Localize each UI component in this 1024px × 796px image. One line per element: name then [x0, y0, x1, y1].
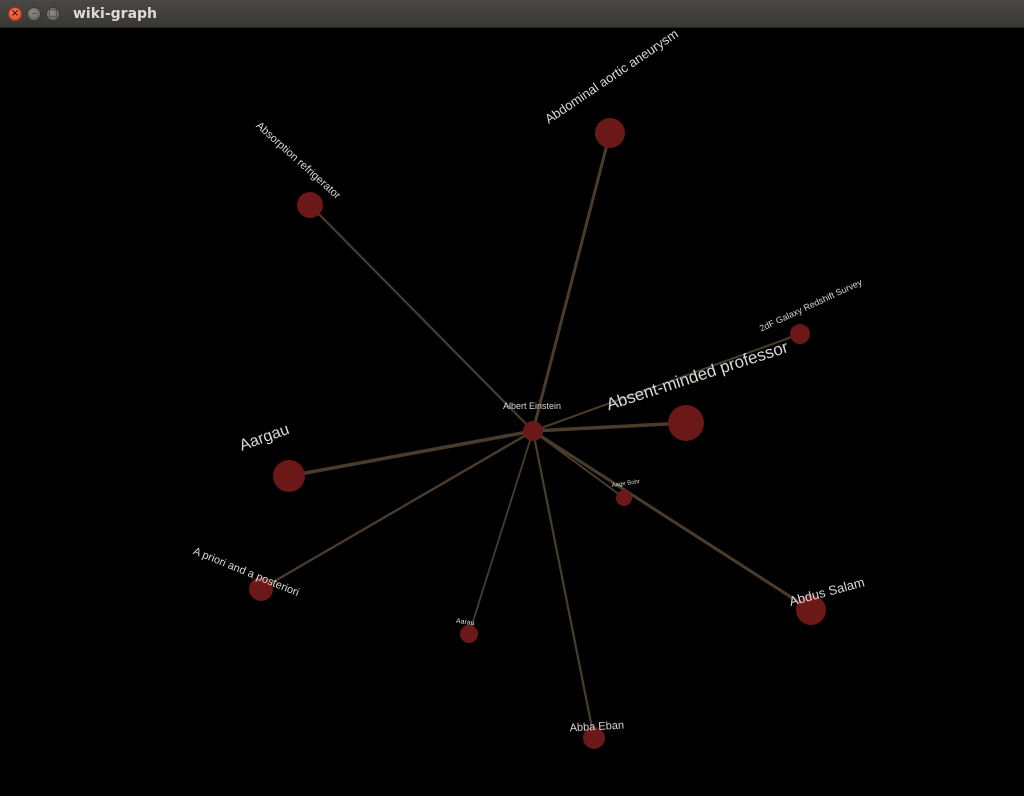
graph-node-abba-eban[interactable] [583, 727, 605, 749]
graph-node-a-priori-and-a-posteriori[interactable] [249, 577, 273, 601]
minimize-button[interactable]: – [27, 7, 41, 21]
graph-edge-2df-galaxy-redshift-survey [532, 333, 801, 432]
graph-edge-abba-eban [531, 429, 596, 740]
graph-node-label-absent-minded-professor: Absent-minded professor [604, 337, 791, 414]
title-bar[interactable]: × – □ wiki-graph [0, 0, 1024, 28]
graph-node-label-aarau: Aarau [455, 618, 475, 628]
maximize-button[interactable]: □ [46, 7, 60, 21]
edge-layer [259, 131, 813, 740]
close-button[interactable]: × [8, 7, 22, 21]
graph-node-label-aage-bohr: Aage Bohr [611, 479, 640, 489]
graph-edge-absent-minded-professor [531, 421, 688, 433]
graph-node-aage-bohr[interactable] [616, 490, 632, 506]
graph-node-label-albert-einstein: Albert Einstein [503, 401, 561, 411]
graph-edge-a-priori-and-a-posteriori [259, 429, 535, 591]
graph-edge-aarau [468, 430, 534, 635]
graph-node-label-2df-galaxy-redshift-survey: 2dF Galaxy Redshift Survey [758, 277, 864, 334]
graph-edge-abdominal-aortic-aneurysm [531, 131, 612, 433]
graph-edge-abdus-salam [531, 429, 813, 612]
graph-edge-absorption-refrigerator [308, 203, 535, 433]
graph-node-label-abdominal-aortic-aneurysm: Abdominal aortic aneurysm [542, 28, 681, 127]
graph-node-label-aargau: Aargau [237, 421, 291, 455]
graph-node-abdominal-aortic-aneurysm[interactable] [595, 118, 625, 148]
node-layer [249, 118, 826, 749]
graph-node-absent-minded-professor[interactable] [668, 405, 704, 441]
graph-node-albert-einstein[interactable] [523, 421, 543, 441]
graph-node-absorption-refrigerator[interactable] [297, 192, 323, 218]
graph-edge-aargau [287, 429, 535, 478]
graph-node-label-abba-eban: Abba Eban [569, 720, 624, 735]
graph-node-aargau[interactable] [273, 460, 305, 492]
graph-node-label-absorption-refrigerator: Absorption refrigerator [253, 120, 343, 202]
graph-node-label-a-priori-and-a-posteriori: A priori and a posteriori [191, 545, 300, 599]
graph-node-aarau[interactable] [460, 625, 478, 643]
graph-node-2df-galaxy-redshift-survey[interactable] [790, 324, 810, 344]
window-title: wiki-graph [73, 6, 158, 22]
graph-node-abdus-salam[interactable] [796, 595, 826, 625]
graph-node-label-abdus-salam: Abdus Salam [788, 574, 867, 609]
